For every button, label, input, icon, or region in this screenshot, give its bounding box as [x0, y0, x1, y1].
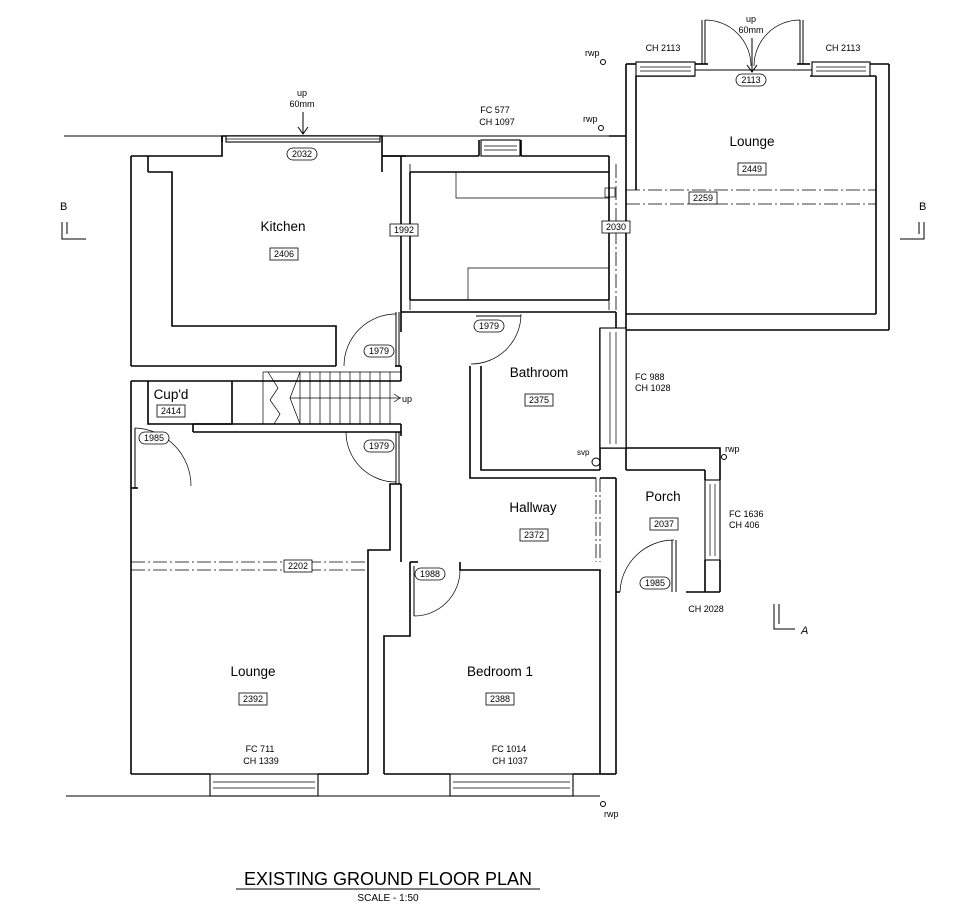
room-name-cupd: Cup'd [154, 387, 189, 402]
rwp-label: rwp [585, 48, 600, 58]
staircase [262, 371, 401, 425]
room-height-lounge-front: 2392 [243, 694, 263, 704]
rwp-circle [600, 59, 606, 65]
note-bath-fc: FC 988 [635, 372, 665, 382]
note-kitchen-up-mm: 60mm [289, 99, 314, 109]
note-lounge-ch: CH 1339 [243, 756, 279, 766]
height-stair-door: 1979 [369, 441, 389, 451]
drawing-title: EXISTING GROUND FLOOR PLAN [244, 869, 532, 889]
note-porch-fc: FC 1636 [729, 509, 764, 519]
room-height-lounge-rear: 2449 [742, 164, 762, 174]
room-height-cupd: 2414 [161, 406, 181, 416]
note-porch-door-ch: CH 2028 [688, 604, 724, 614]
section-b-left-label: B [60, 201, 67, 213]
note-porch-ch: CH 406 [729, 520, 760, 530]
height-lounge-side: 2030 [606, 222, 626, 232]
room-height-bathroom: 2375 [529, 395, 549, 405]
height-kitchen-window: 2032 [292, 149, 312, 159]
note-patio-right-ch: CH 2113 [826, 43, 861, 53]
room-name-porch: Porch [645, 489, 680, 504]
room-height-hallway: 2372 [524, 530, 544, 540]
note-lounge-fc: FC 711 [246, 744, 275, 754]
note-patio-left-ch: CH 2113 [646, 43, 681, 53]
note-bath-ch: CH 1028 [635, 383, 671, 393]
rwp-label: rwp [604, 809, 619, 819]
rwp-label: rwp [725, 444, 740, 454]
height-patio-door: 2113 [741, 75, 760, 85]
section-a-label: A [800, 625, 808, 637]
windows [209, 61, 871, 797]
note-patio-up: up [746, 14, 756, 24]
section-b-right-label: B [919, 201, 926, 213]
room-name-kitchen: Kitchen [260, 219, 305, 234]
height-rear-beam: 1992 [394, 225, 414, 235]
level-arrows [297, 38, 758, 135]
note-rear-fc: FC 577 [480, 105, 510, 115]
svp-circle [591, 457, 601, 467]
room-name-bedroom-1: Bedroom 1 [467, 664, 533, 679]
beam-lines [131, 164, 876, 571]
rwp-circle [598, 125, 604, 131]
room-name-bathroom: Bathroom [510, 365, 569, 380]
height-kitchen-door: 1979 [369, 346, 389, 356]
rwp-circle [721, 454, 727, 460]
note-kitchen-up: up [297, 88, 307, 98]
doors [130, 19, 812, 617]
note-rear-ch: CH 1097 [479, 117, 515, 127]
stairs-up-label: up [402, 394, 412, 404]
note-bed-fc: FC 1014 [492, 744, 527, 754]
note-patio-up-mm: 60mm [738, 25, 763, 35]
section-markers [61, 222, 925, 630]
rwp-circle [600, 801, 606, 807]
room-height-kitchen: 2406 [274, 249, 294, 259]
rwp-label: rwp [583, 114, 598, 124]
height-porch-door: 1985 [645, 578, 665, 588]
height-lounge-beam: 2259 [693, 193, 713, 203]
height-cupd-door: 1985 [144, 433, 164, 443]
note-bed-ch: CH 1037 [492, 756, 528, 766]
drawing-scale: SCALE - 1:50 [357, 893, 419, 904]
height-front-beam: 2202 [288, 561, 308, 571]
room-name-lounge-front: Lounge [230, 664, 275, 679]
height-bed-door: 1988 [420, 569, 440, 579]
room-name-hallway: Hallway [509, 500, 557, 515]
height-bath-door: 1979 [479, 321, 499, 331]
room-height-porch: 2037 [654, 519, 674, 529]
room-height-bedroom-1: 2388 [490, 694, 510, 704]
room-name-lounge-rear: Lounge [729, 134, 774, 149]
svp-label: svp [577, 448, 590, 457]
